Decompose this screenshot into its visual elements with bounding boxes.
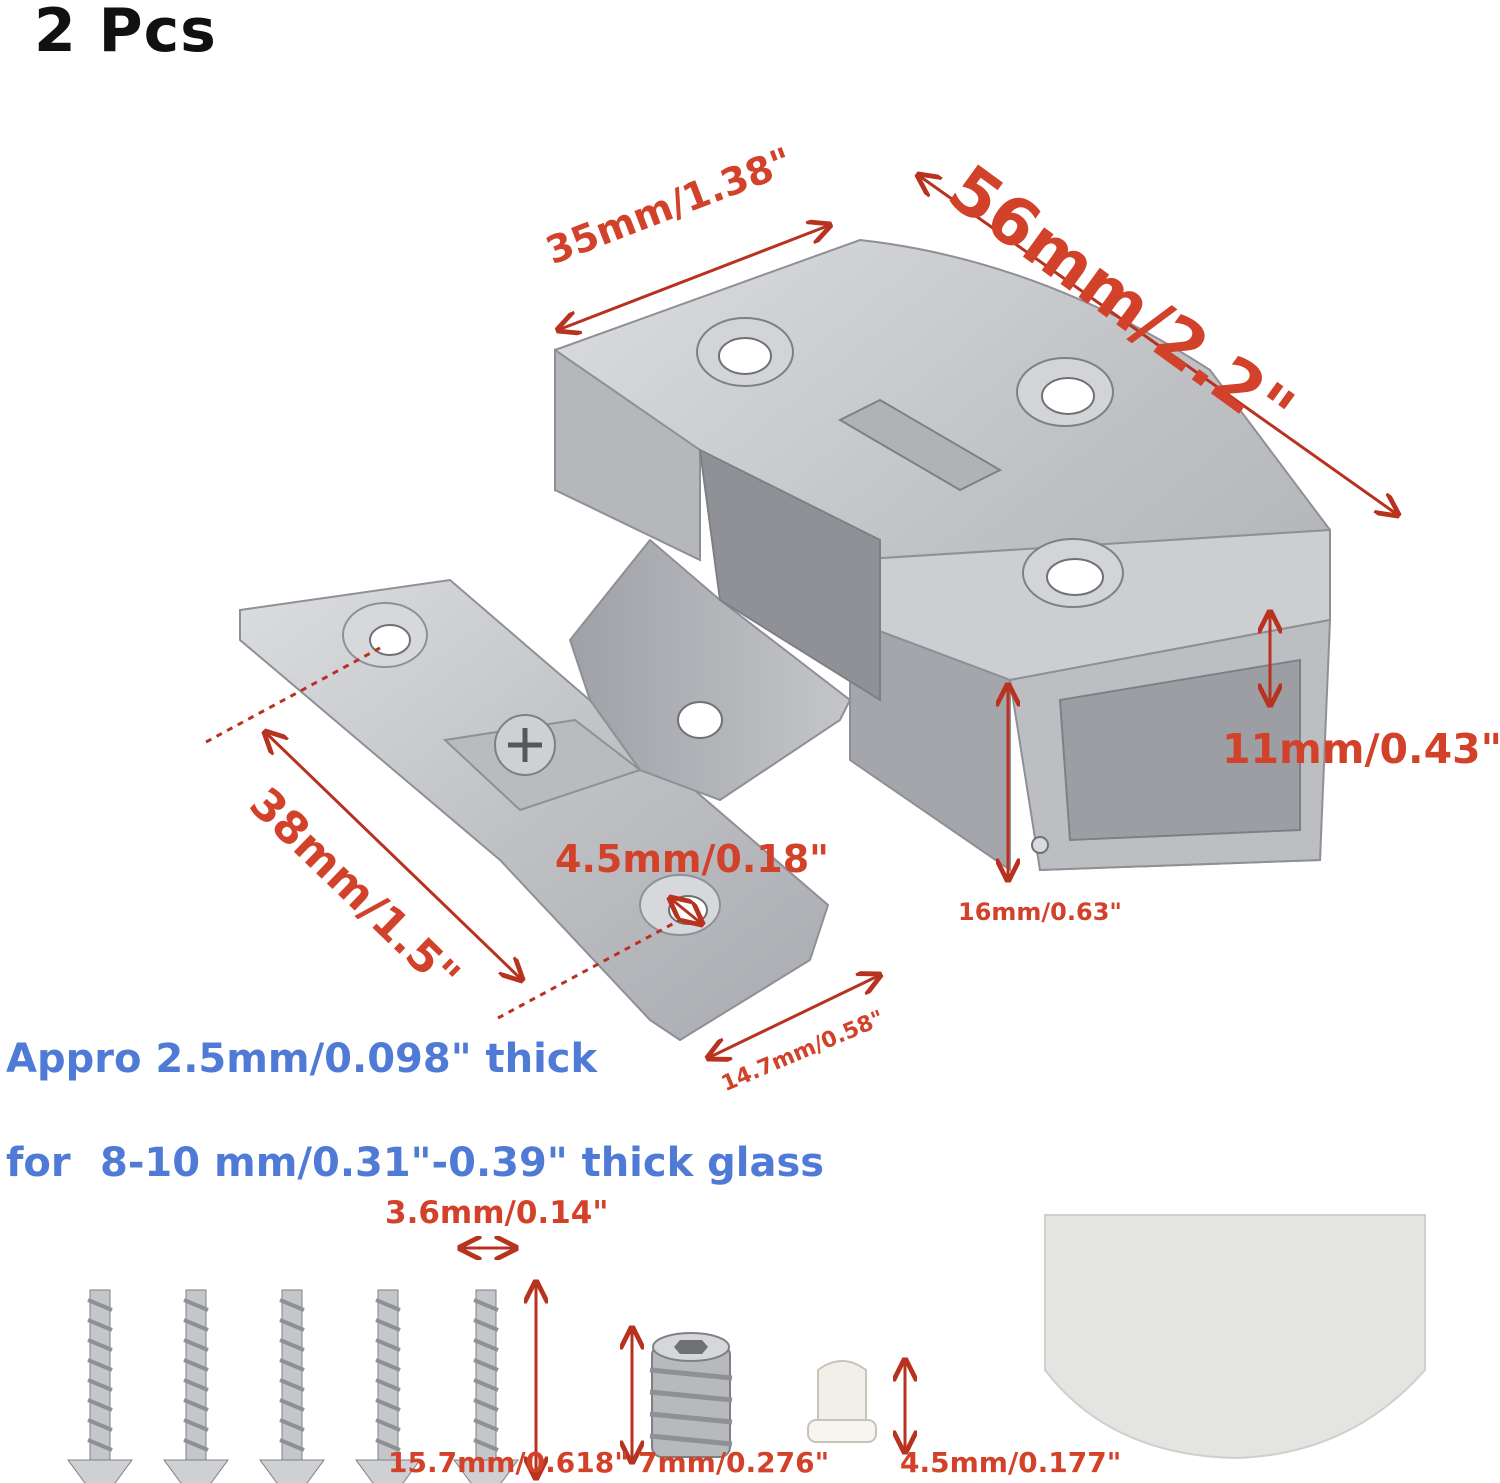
hole-diameter-dimension: 4.5mm/0.18" (555, 837, 829, 881)
set-screw (649, 1332, 733, 1458)
wood-screws (67, 1289, 519, 1483)
dimension-arrows (205, 175, 1398, 1478)
plug-dimension: 4.5mm/0.177" (900, 1446, 1122, 1479)
glass-gap-dimension: 11mm/0.43" (1222, 725, 1500, 773)
height-dimension: 16mm/0.63" (958, 898, 1122, 926)
product-quantity-title: 2 Pcs (34, 0, 217, 66)
thickness-note: Appro 2.5mm/0.098" thick (6, 1036, 598, 1082)
glass-note-prefix: for (6, 1140, 71, 1186)
set-screw-dimension: 7mm/0.276" (638, 1446, 830, 1479)
rubber-pad (1044, 1214, 1426, 1460)
glass-thickness-note: 8-10 mm/0.31"-0.39" thick glass (100, 1140, 825, 1186)
plastic-plug (807, 1360, 877, 1443)
screw-diameter-dimension: 3.6mm/0.14" (385, 1195, 609, 1231)
screw-length-dimension: 15.7mm/0.618" (388, 1446, 629, 1479)
